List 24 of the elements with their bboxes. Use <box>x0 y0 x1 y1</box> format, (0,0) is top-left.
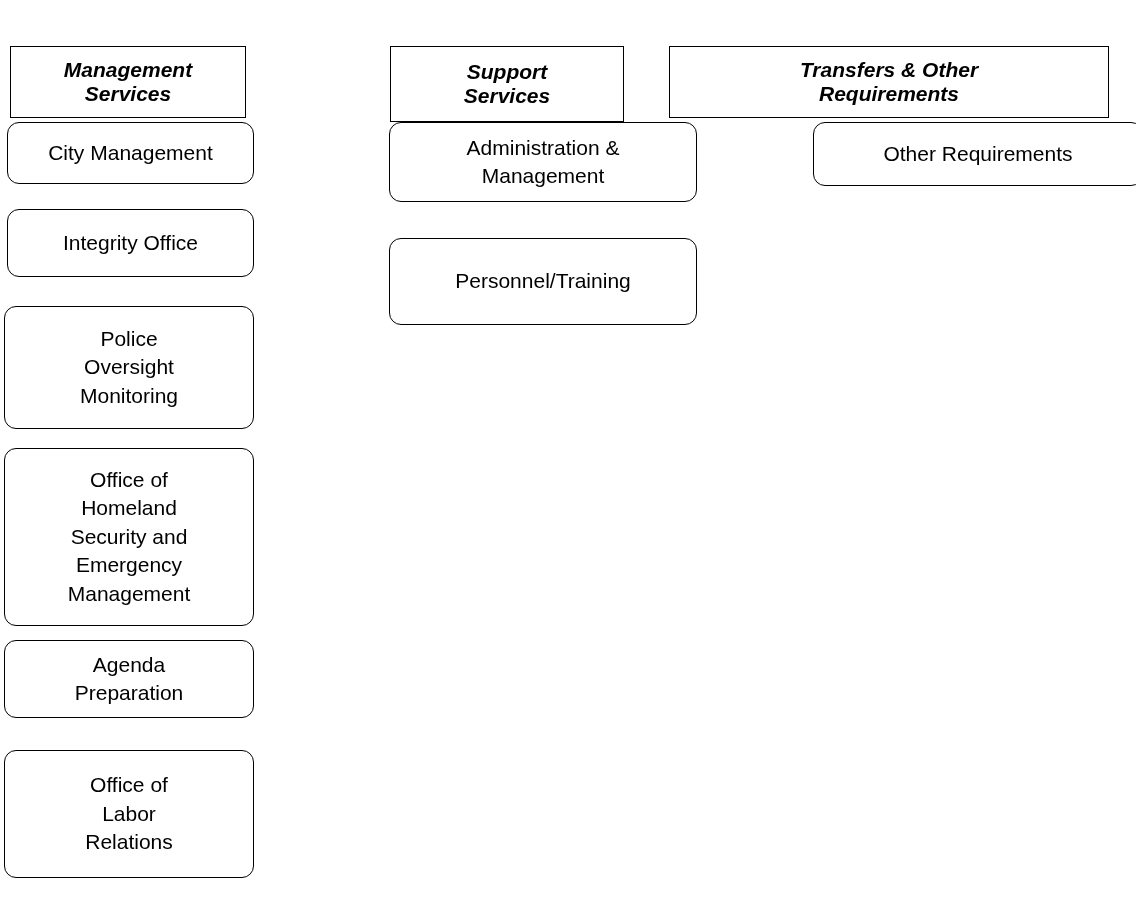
unit-box <box>4 306 254 429</box>
group-heading: Management Services <box>62 58 194 106</box>
group-heading: Support Services <box>462 60 552 108</box>
unit-name: Office of Labor Relations <box>84 772 174 856</box>
unit-box <box>4 750 254 878</box>
unit-name: Agenda Preparation <box>73 651 185 706</box>
group-heading-box <box>669 46 1109 118</box>
unit-box <box>389 122 697 202</box>
unit-name: Police Oversight Monitoring <box>78 326 180 409</box>
group-heading-box <box>10 46 246 118</box>
unit-name: Other Requirements <box>883 140 1073 167</box>
unit-box <box>7 209 254 277</box>
unit-name: Office of Homeland Security and Emergency Management <box>66 467 192 607</box>
unit-box <box>389 238 697 325</box>
group-heading-box <box>390 46 624 122</box>
unit-box <box>4 640 254 718</box>
unit-name: Personnel/Training <box>455 268 631 295</box>
unit-name: Administration & Management <box>465 134 621 189</box>
unit-name: City Management <box>48 139 213 166</box>
unit-box <box>7 122 254 184</box>
group-heading: Transfers & Other Requirements <box>798 58 980 106</box>
unit-name: Integrity Office <box>63 229 198 256</box>
unit-box <box>4 448 254 626</box>
unit-box <box>813 122 1136 186</box>
